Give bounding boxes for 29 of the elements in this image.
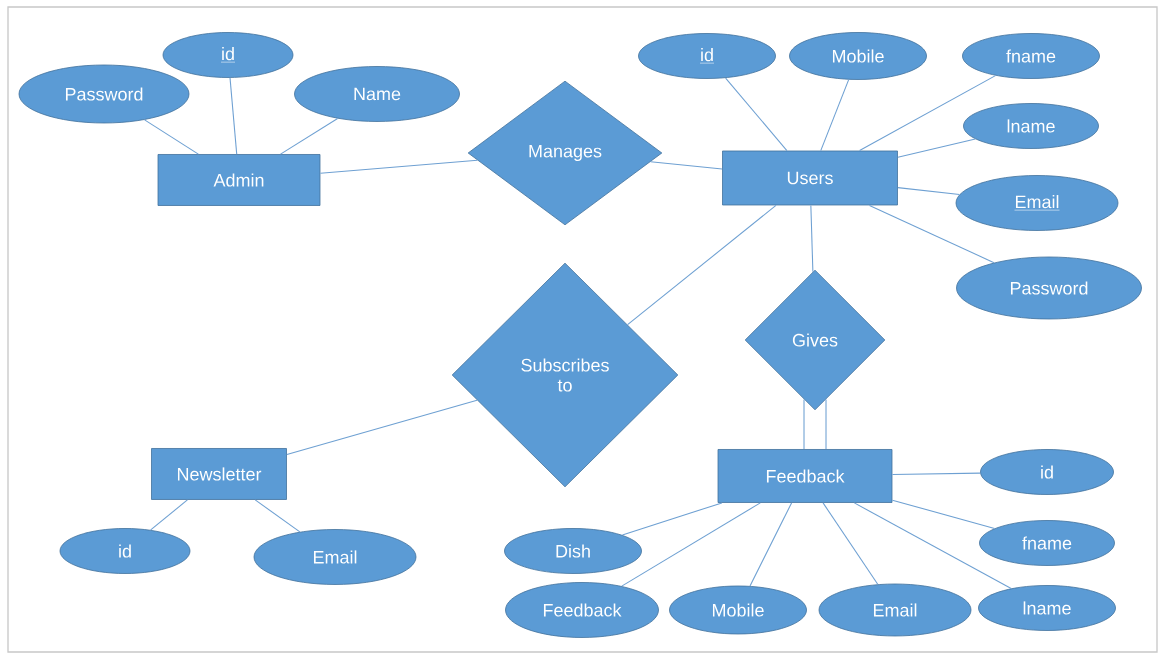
connector-line	[286, 399, 478, 456]
connector-line	[254, 499, 301, 533]
connector-line	[150, 499, 188, 531]
connector-line	[822, 502, 879, 585]
connector-line	[627, 204, 777, 326]
connector-line	[621, 502, 723, 536]
entity-box: Admin	[157, 154, 321, 206]
connector-line	[853, 502, 1012, 589]
connector-line	[825, 398, 827, 450]
connector-line	[650, 161, 723, 170]
entity-box: Feedback	[717, 449, 893, 503]
entity-box: Newsletter	[151, 448, 287, 500]
connector-line	[621, 502, 761, 587]
connector-line	[144, 119, 199, 155]
connector-line	[803, 398, 805, 450]
connector-line	[280, 118, 339, 155]
connector-line	[820, 79, 850, 152]
connector-line	[891, 499, 996, 529]
connector-line	[725, 77, 788, 152]
connector-line	[859, 75, 996, 152]
connector-line	[319, 159, 478, 174]
connector-line	[749, 502, 793, 587]
connector-line	[897, 187, 961, 195]
connector-line	[229, 77, 238, 155]
connector-line	[891, 472, 981, 476]
entity-box: Users	[722, 150, 898, 206]
connector-line	[897, 138, 976, 158]
connector-line	[868, 204, 995, 264]
connector-line	[810, 204, 814, 273]
